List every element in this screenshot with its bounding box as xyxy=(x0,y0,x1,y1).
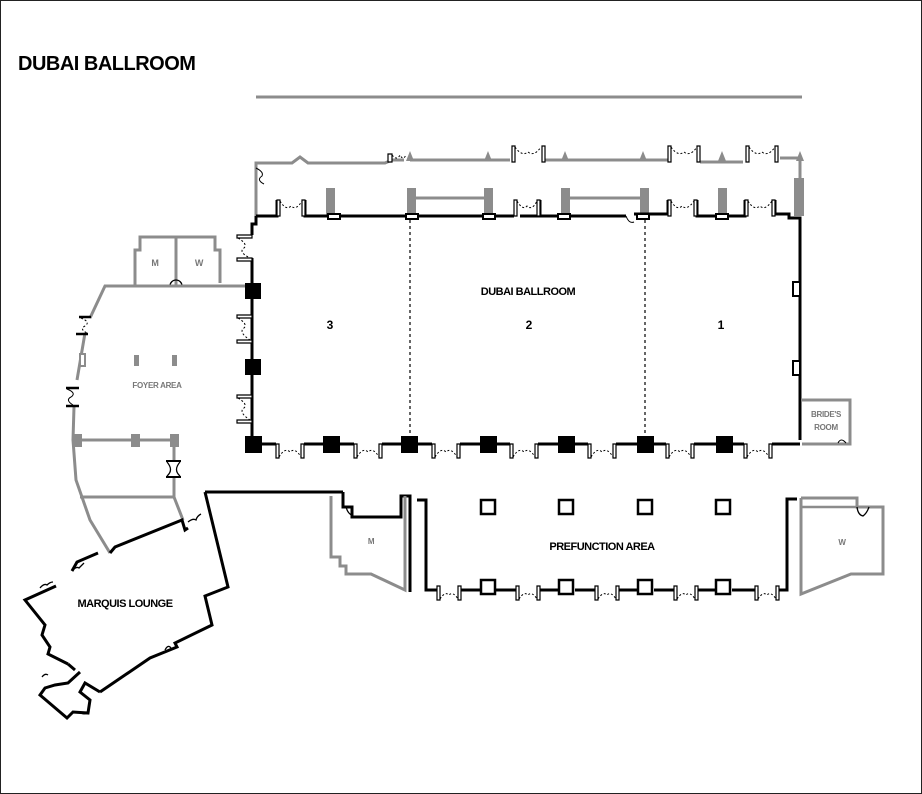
section-2-label: 2 xyxy=(526,318,533,332)
section-3-label: 3 xyxy=(327,318,334,332)
service-corridor xyxy=(254,145,804,216)
marquis-lounge-label: MARQUIS LOUNGE xyxy=(77,598,172,610)
ballroom[interactable]: DUBAI BALLROOM 3 2 1 xyxy=(327,286,725,332)
prefunction-restroom-women[interactable]: W xyxy=(799,496,885,597)
prefunction-area[interactable]: PREFUNCTION AREA xyxy=(417,497,797,601)
marquis-lounge[interactable]: MARQUIS LOUNGE xyxy=(22,490,343,721)
brides-room-label-line1: BRIDE'S xyxy=(811,410,842,419)
brides-room-label-line2: ROOM xyxy=(814,423,838,432)
brides-room[interactable]: BRIDE'S ROOM xyxy=(801,398,852,446)
foyer-label: FOYER AREA xyxy=(132,381,182,390)
section-1-label: 1 xyxy=(718,318,725,332)
prefunction-women-label: W xyxy=(838,538,846,547)
ballroom-label: DUBAI BALLROOM xyxy=(481,286,576,298)
prefunction-restroom-men[interactable]: M xyxy=(329,492,412,593)
ballroom-walls xyxy=(236,199,802,460)
foyer-restroom-men-label: M xyxy=(151,258,158,268)
prefunction-label: PREFUNCTION AREA xyxy=(549,541,655,553)
page-title: DUBAI BALLROOM xyxy=(18,53,195,75)
prefunction-men-label: M xyxy=(368,537,375,546)
foyer-restroom-women-label: W xyxy=(195,258,204,268)
foyer-area[interactable]: M W FOYER AREA xyxy=(66,235,245,554)
